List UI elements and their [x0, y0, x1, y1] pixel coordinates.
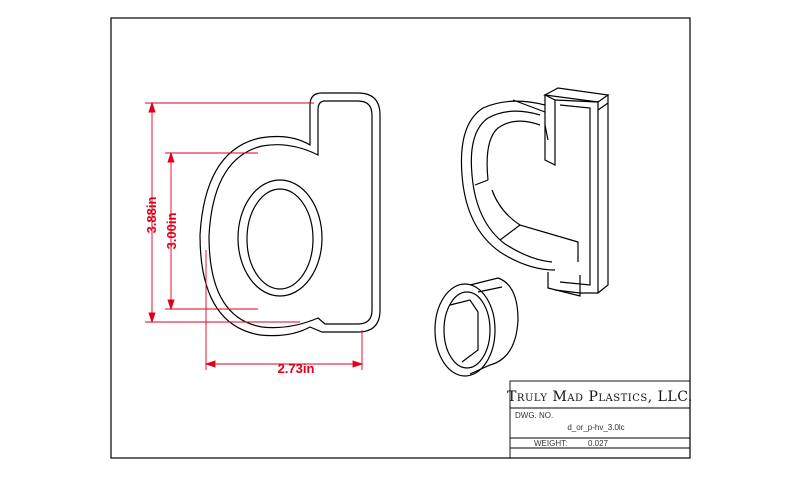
dim-overall-height: 3.88in — [144, 197, 159, 234]
weight-label: WEIGHT: — [534, 439, 567, 448]
dimension-lines — [145, 101, 364, 370]
dwg-no-label: DWG. NO. — [515, 411, 553, 420]
dim-inner-height: 3.00in — [164, 213, 179, 250]
letter-d-flat-view — [199, 92, 381, 337]
dim-width: 2.73in — [278, 361, 315, 376]
weight-value: 0.027 — [588, 439, 609, 448]
company-name: Truly Mad Plastics, LLC. — [507, 389, 693, 405]
dwg-no-value: d_or_p-hv_3.0lc — [567, 423, 624, 432]
letter-d-isometric-view — [460, 87, 610, 297]
sheet-border — [110, 17, 691, 459]
ring-isometric-view — [434, 277, 519, 377]
title-block — [509, 380, 691, 459]
